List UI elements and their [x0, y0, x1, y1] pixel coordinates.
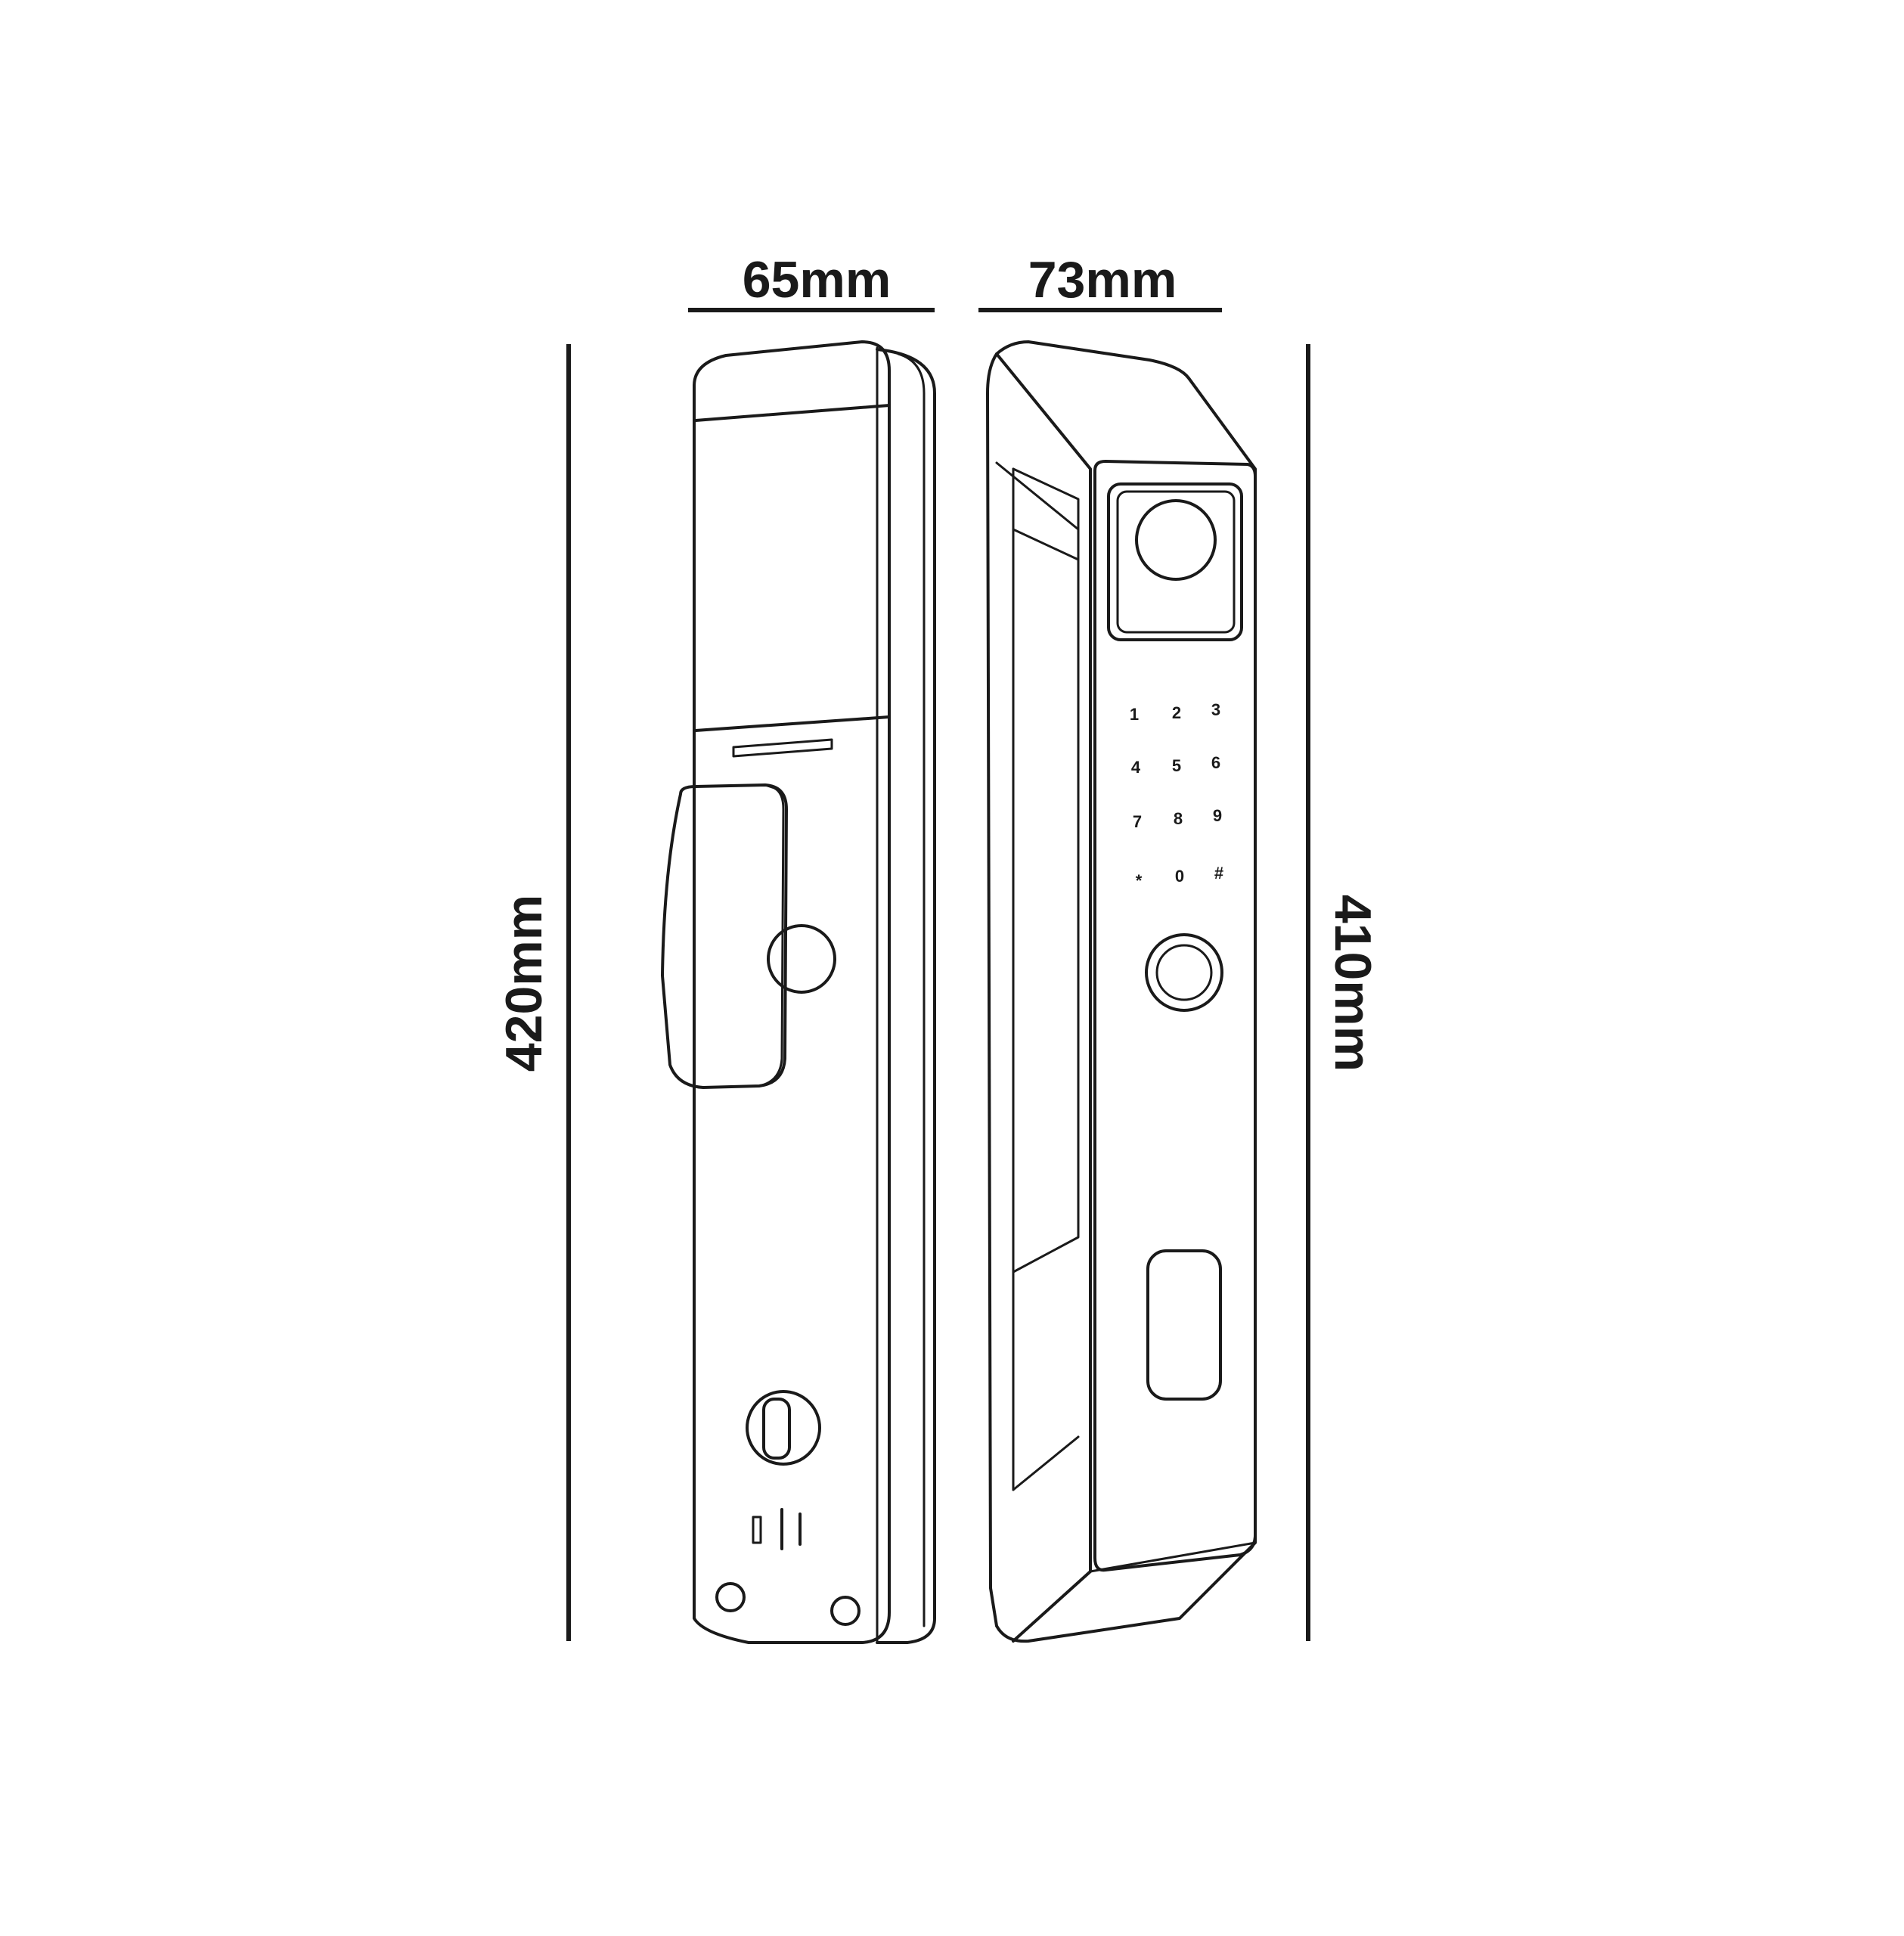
key-star[interactable]: * — [1136, 871, 1143, 890]
keypad: 1 2 3 4 5 6 7 8 9 * 0 # — [1130, 700, 1223, 890]
side-left-inner-panel — [995, 461, 1080, 1491]
camera-lens-icon — [1135, 499, 1217, 581]
camera-module-frame — [1107, 482, 1243, 641]
side-height-label: 410mm — [1324, 895, 1381, 1072]
thumb-turn-knob — [746, 1390, 821, 1466]
side-bottom-edge — [1089, 1541, 1257, 1573]
key-7[interactable]: 7 — [1133, 812, 1142, 831]
front-plate-inner-edge — [897, 352, 926, 1627]
side-width-label: 73mm — [1028, 251, 1177, 309]
front-cover-bottom-line — [694, 715, 891, 732]
front-height-dimension: 420mm — [495, 344, 571, 1641]
key-0[interactable]: 0 — [1175, 867, 1184, 886]
key-8[interactable]: 8 — [1174, 809, 1183, 828]
front-width-dimension: 65mm — [688, 251, 935, 312]
handle-rosette — [767, 924, 836, 994]
front-height-label: 420mm — [495, 895, 553, 1072]
screw-hole-left — [715, 1582, 746, 1612]
key-1[interactable]: 1 — [1130, 705, 1139, 724]
side-height-dimension: 410mm — [1306, 344, 1381, 1641]
side-view-lock: 1 2 3 4 5 6 7 8 9 * 0 # — [986, 340, 1257, 1643]
key-2[interactable]: 2 — [1172, 703, 1181, 722]
handle-lever — [661, 783, 788, 1089]
front-plate-outline — [693, 340, 891, 1644]
indicator-slot-icon — [752, 1516, 762, 1544]
key-hash[interactable]: # — [1214, 864, 1223, 883]
key-9[interactable]: 9 — [1213, 806, 1222, 825]
fingerprint-sensor-icon — [1155, 944, 1213, 1001]
side-width-dimension: 73mm — [978, 251, 1222, 312]
thumb-turn-grip — [762, 1398, 791, 1460]
handle-lever-edge — [758, 783, 785, 1087]
side-left-top-wedge — [1012, 467, 1080, 561]
front-plate-side-edge — [876, 348, 936, 1644]
fingerprint-sensor-ring — [1145, 933, 1223, 1012]
camera-module-inner — [1116, 490, 1236, 634]
key-3[interactable]: 3 — [1211, 700, 1220, 719]
key-5[interactable]: 5 — [1172, 756, 1181, 775]
screw-hole-right — [830, 1596, 861, 1626]
key-6[interactable]: 6 — [1211, 753, 1220, 772]
front-view-lock — [661, 340, 936, 1644]
side-left-bevel — [995, 352, 1092, 1643]
key-4[interactable]: 4 — [1131, 758, 1141, 777]
front-card-slot — [732, 738, 833, 758]
card-reader-pad — [1146, 1249, 1222, 1401]
front-top-cap-line — [694, 404, 891, 422]
side-body-outline — [986, 340, 1257, 1643]
front-width-label: 65mm — [743, 251, 892, 309]
